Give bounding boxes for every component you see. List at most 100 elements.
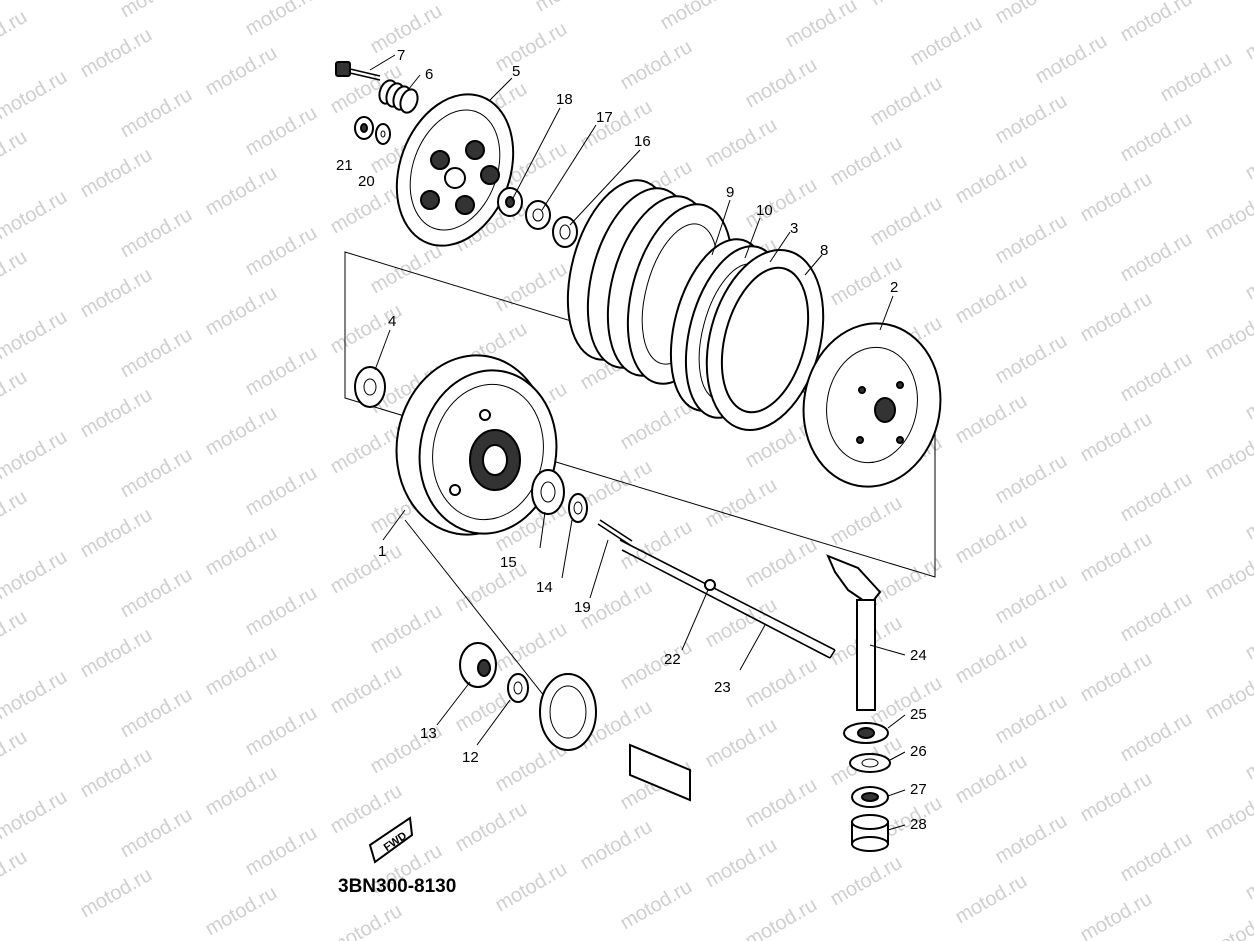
watermark-text: motod.ru	[1077, 168, 1156, 227]
watermark-text: motod.ru	[452, 558, 531, 617]
watermark-text: motod.ru	[742, 774, 821, 833]
callout-10: 10	[756, 202, 773, 219]
callout-18: 18	[556, 91, 573, 108]
watermark-text: motod.ru	[0, 6, 31, 65]
watermark-text: motod.ru	[0, 366, 31, 425]
watermark-text: motod.ru	[992, 330, 1071, 389]
watermark-text: motod.ru	[827, 852, 906, 911]
watermark-text: motod.ru	[1117, 228, 1196, 287]
watermark-text: motod.ru	[1242, 126, 1254, 185]
watermark-text: motod.ru	[742, 654, 821, 713]
callout-19: 19	[574, 599, 591, 616]
watermark-text: motod.ru	[117, 804, 196, 863]
watermark-text: motod.ru	[867, 192, 946, 251]
push-rod-short	[597, 519, 633, 546]
watermark-text: motod.ru	[952, 270, 1031, 329]
watermark-text: motod.ru	[952, 510, 1031, 569]
push-lever	[826, 554, 882, 711]
callout-14: 14	[536, 579, 553, 596]
watermark-text: motod.ru	[577, 456, 656, 515]
watermark-text: motod.ru	[952, 150, 1031, 209]
watermark-text: motod.ru	[492, 618, 571, 677]
watermark-text: motod.ru	[1077, 768, 1156, 827]
watermark-text: motod.ru	[117, 564, 196, 623]
watermark-text: motod.ru	[327, 660, 406, 719]
diagram-code: 3BN300-8130	[338, 876, 456, 897]
watermark-text: motod.ru	[0, 546, 71, 605]
watermark-text: motod.ru	[782, 0, 861, 52]
watermark-text: motod.ru	[0, 486, 31, 545]
watermark-text: motod.ru	[1202, 306, 1254, 365]
thin-washer	[568, 493, 588, 523]
watermark-text: motod.ru	[1117, 468, 1196, 527]
callout-15: 15	[500, 554, 517, 571]
watermark-text: motod.ru	[492, 858, 571, 917]
callout-5: 5	[512, 63, 520, 80]
watermark-text: motod.ru	[907, 12, 986, 71]
watermark-text: motod.ru	[867, 672, 946, 731]
watermark-text: motod.ru	[242, 102, 321, 161]
watermark-text: motod.ru	[117, 0, 196, 22]
watermark-text: motod.ru	[867, 552, 946, 611]
clutch-boss	[802, 322, 942, 488]
watermark-text: motod.ru	[992, 210, 1071, 269]
watermark-text: motod.ru	[1202, 906, 1254, 941]
watermark-text: motod.ru	[1242, 246, 1254, 305]
watermark-text: motod.ru	[1077, 528, 1156, 587]
ball-washer	[525, 200, 551, 230]
friction-plate-outer	[705, 249, 825, 431]
watermark-text: motod.ru	[867, 0, 946, 10]
watermark-text: motod.ru	[0, 606, 31, 665]
watermark-text: motod.ru	[1202, 786, 1254, 845]
shaft-stub	[629, 743, 691, 802]
watermark-text: motod.ru	[202, 882, 281, 941]
callout-labels: 7 6 5 18 17 16 21 20 9 10 3 8 2 4 1 15 1…	[336, 47, 927, 833]
callout-12: 12	[462, 749, 479, 766]
watermark-text: motod.ru	[1077, 648, 1156, 707]
watermark-text: motod.ru	[242, 462, 321, 521]
watermark-text: motod.ru	[117, 684, 196, 743]
watermark-text: motod.ru	[867, 72, 946, 131]
watermark-text: motod.ru	[1157, 48, 1236, 107]
callout-7: 7	[397, 47, 405, 64]
watermark-text: motod.ru	[1032, 30, 1111, 89]
watermark-text: motod.ru	[992, 570, 1071, 629]
callout-22: 22	[664, 651, 681, 668]
collar	[459, 642, 497, 688]
watermark-text: motod.ru	[452, 798, 531, 857]
watermark-text: motod.ru	[657, 0, 736, 34]
watermark-text: motod.ru	[117, 84, 196, 143]
callout-28: 28	[910, 816, 927, 833]
callout-21: 21	[336, 157, 353, 174]
watermark-text: motod.ru	[242, 342, 321, 401]
watermark-text: motod.ru	[77, 624, 156, 683]
watermark-text: motod.ru	[202, 282, 281, 341]
watermark-text: motod.ru	[117, 204, 196, 263]
steel-ball	[704, 579, 716, 591]
spacer-washer	[531, 469, 565, 515]
pressure-plate	[395, 93, 515, 247]
watermark-text: motod.ru	[1242, 726, 1254, 785]
watermark-text: motod.ru	[492, 18, 571, 77]
watermark-text: motod.ru	[827, 492, 906, 551]
watermark-text: motod.ru	[952, 750, 1031, 809]
watermark-text: motod.ru	[0, 126, 31, 185]
watermark-text: motod.ru	[992, 90, 1071, 149]
callout-1: 1	[378, 543, 386, 560]
watermark-text: motod.ru	[827, 132, 906, 191]
watermark-text: motod.ru	[0, 186, 71, 245]
watermark-text: motod.ru	[1202, 546, 1254, 605]
watermark-text: motod.ru	[0, 246, 31, 305]
watermark-text: motod.ru	[242, 702, 321, 761]
watermark-text: motod.ru	[952, 390, 1031, 449]
watermark-text: motod.ru	[327, 900, 406, 941]
oil-seal	[851, 786, 889, 808]
watermark-text: motod.ru	[617, 36, 696, 95]
watermark-text: motod.ru	[1117, 0, 1196, 46]
watermark-text: motod.ru	[1117, 108, 1196, 167]
callout-17: 17	[596, 109, 613, 126]
lock-nut	[354, 116, 374, 140]
watermark-text: motod.ru	[702, 114, 781, 173]
callout-20: 20	[358, 173, 375, 190]
